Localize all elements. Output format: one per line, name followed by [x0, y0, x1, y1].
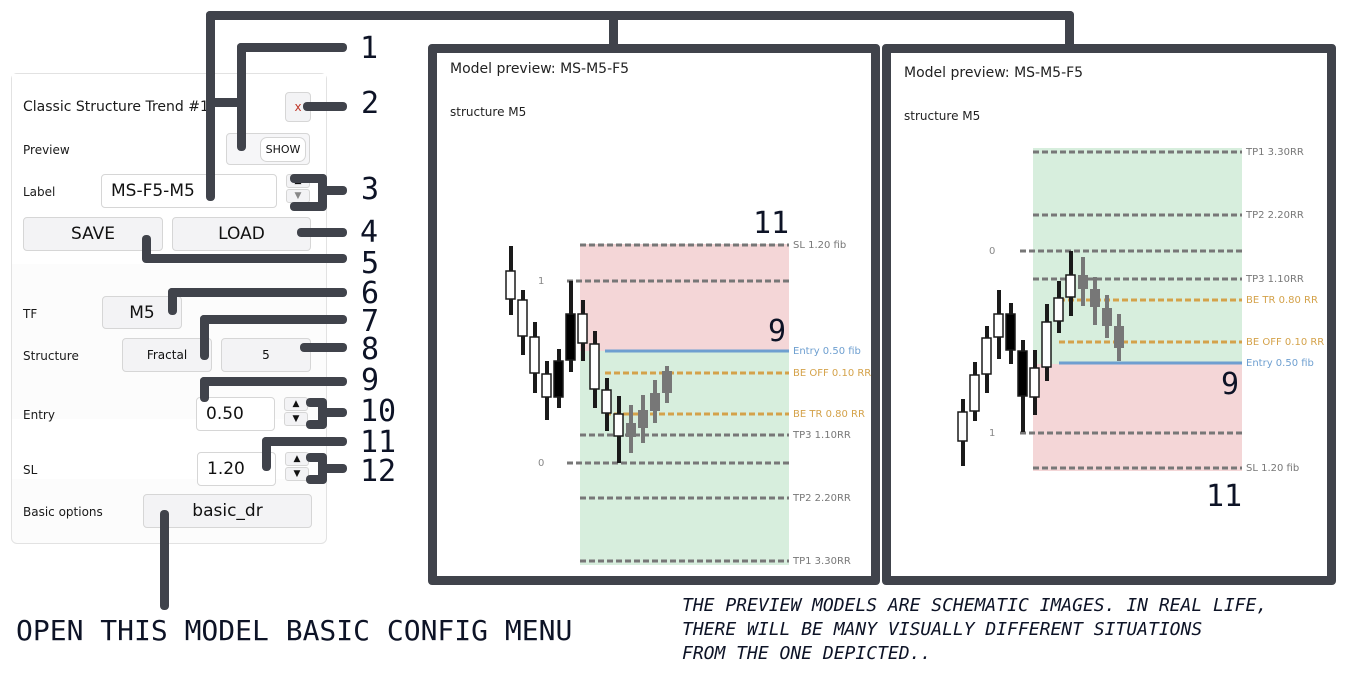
callout-wire-4	[297, 228, 347, 237]
spin-down-icon[interactable]: ▼	[286, 189, 310, 203]
callout-3: 3	[361, 172, 380, 207]
svg-text:0: 0	[538, 458, 544, 469]
svg-text:9: 9	[1221, 367, 1239, 402]
sl-stepper[interactable]: ▲ ▼	[285, 452, 309, 481]
preview-chart: TP1 3.30RR TP2 2.20RR TP3 1.10RR BE TR 0…	[957, 147, 1324, 514]
spin-down-icon[interactable]: ▼	[285, 467, 309, 481]
callout-wire-2	[303, 102, 347, 111]
callout-wire-9	[200, 377, 347, 386]
preview-toggle[interactable]: SHOW	[226, 133, 310, 165]
callout-5: 5	[361, 246, 380, 281]
svg-text:SL 1.20 fib: SL 1.20 fib	[793, 240, 846, 251]
preview-label: Preview	[23, 143, 70, 157]
callout-wire-5v	[142, 235, 151, 262]
model-preview-card-2: Model preview: MS-M5-F5 structure M5	[882, 44, 1336, 585]
svg-text:1: 1	[538, 276, 544, 287]
svg-text:BE OFF 0.10 RR: BE OFF 0.10 RR	[1246, 337, 1324, 348]
svg-text:11: 11	[1206, 479, 1242, 514]
callout-wire-7	[200, 315, 347, 324]
callout-12: 12	[360, 454, 397, 489]
callout-wire-10a	[306, 398, 326, 407]
entry-input[interactable]: 0.50	[196, 397, 275, 431]
sl-label: SL	[23, 463, 38, 477]
svg-text:TP3 1.10RR: TP3 1.10RR	[792, 430, 851, 441]
svg-text:TP2 2.20RR: TP2 2.20RR	[1245, 210, 1304, 221]
callout-wire-top	[206, 11, 1074, 20]
callout-4: 4	[360, 215, 379, 250]
callout-wire-9v	[200, 377, 209, 402]
callout-wire-6	[168, 288, 347, 297]
svg-text:TP1 3.30RR: TP1 3.30RR	[1245, 147, 1304, 158]
callout-wire-8	[300, 343, 347, 352]
callout-1: 1	[360, 31, 379, 66]
preview-chart: SL 1.20 fib Entry 0.50 fib BE OFF 0.10 R…	[505, 206, 871, 567]
callout-2: 2	[361, 86, 380, 121]
svg-text:0: 0	[989, 246, 995, 257]
model-config-panel: Classic Structure Trend #1 x Preview SHO…	[11, 73, 327, 544]
callout-wire-3a	[290, 174, 326, 183]
svg-text:11: 11	[753, 206, 789, 241]
callout-wire-12d	[318, 464, 347, 473]
panel-section-sl	[12, 419, 326, 479]
callout-wire-11v	[262, 437, 271, 471]
label-input[interactable]: MS-F5-M5	[101, 174, 277, 208]
callout-wire-3d	[318, 186, 347, 195]
callout-7: 7	[361, 304, 380, 339]
callout-wire-12b	[306, 475, 326, 484]
show-preview-button[interactable]: SHOW	[260, 136, 306, 162]
callout-wire-10d	[318, 408, 347, 417]
callout-wire-basic-options	[160, 510, 169, 610]
entry-label: Entry	[23, 408, 55, 422]
preview-subtitle: structure M5	[904, 109, 981, 123]
model-preview-card-1: Model preview: MS-M5-F5 structure M5	[428, 44, 880, 585]
svg-text:BE TR 0.80 RR: BE TR 0.80 RR	[793, 409, 865, 420]
svg-text:9: 9	[768, 314, 786, 349]
tf-label: TF	[23, 307, 38, 321]
structure-label: Structure	[23, 349, 79, 363]
svg-text:TP1 3.30RR: TP1 3.30RR	[792, 556, 851, 567]
svg-text:TP3 1.10RR: TP3 1.10RR	[1245, 274, 1304, 285]
spin-up-icon[interactable]: ▲	[284, 397, 308, 411]
callout-wire-6v	[168, 288, 177, 315]
svg-text:BE OFF 0.10 RR: BE OFF 0.10 RR	[793, 368, 871, 379]
svg-text:Entry 0.50 fib: Entry 0.50 fib	[793, 346, 861, 357]
svg-text:BE TR 0.80 RR: BE TR 0.80 RR	[1246, 295, 1318, 306]
basic-config-note: OPEN THIS MODEL BASIC CONFIG MENU	[16, 614, 573, 647]
preview-header: Model preview: MS-M5-F5	[904, 65, 1084, 81]
structure-period-select[interactable]: 5	[221, 338, 311, 372]
callout-wire-10b	[306, 420, 326, 429]
callout-wire-5	[142, 254, 347, 263]
spin-down-icon[interactable]: ▼	[284, 412, 308, 426]
callout-wire-7v	[200, 315, 209, 360]
callout-wire-preview-2	[1065, 11, 1074, 51]
basic-options-button[interactable]: basic_dr	[143, 494, 312, 528]
entry-stepper[interactable]: ▲ ▼	[284, 397, 308, 426]
callout-wire-1	[237, 43, 347, 52]
preview-disclaimer: THE PREVIEW MODELS ARE SCHEMATIC IMAGES.…	[682, 595, 1268, 664]
callout-11: 11	[360, 425, 397, 460]
label-field-label: Label	[23, 185, 56, 199]
structure-type-select[interactable]: Fractal	[122, 338, 212, 372]
close-icon: x	[294, 100, 302, 114]
callout-9: 9	[361, 363, 380, 398]
preview-header: Model preview: MS-M5-F5	[450, 61, 630, 77]
load-button[interactable]: LOAD	[172, 217, 311, 251]
save-button[interactable]: SAVE	[23, 217, 163, 251]
svg-text:Entry 0.50 fib: Entry 0.50 fib	[1246, 358, 1314, 369]
svg-text:TP2 2.20RR: TP2 2.20RR	[792, 493, 851, 504]
callout-wire-3b	[290, 202, 326, 211]
callout-6: 6	[361, 276, 380, 311]
preview-subtitle: structure M5	[450, 105, 527, 119]
basic-options-label: Basic options	[23, 505, 103, 519]
callout-8: 8	[361, 332, 380, 367]
callout-wire-1v	[237, 43, 246, 151]
callout-wire-title-link	[206, 98, 246, 107]
callout-10: 10	[360, 394, 397, 429]
callout-wire-11	[262, 437, 347, 446]
model-title: Classic Structure Trend #1	[23, 99, 209, 115]
callout-wire-preview-1	[609, 11, 618, 51]
svg-text:1: 1	[989, 428, 995, 439]
callout-wire-12a	[306, 453, 326, 462]
svg-text:SL 1.20 fib: SL 1.20 fib	[1246, 463, 1299, 474]
